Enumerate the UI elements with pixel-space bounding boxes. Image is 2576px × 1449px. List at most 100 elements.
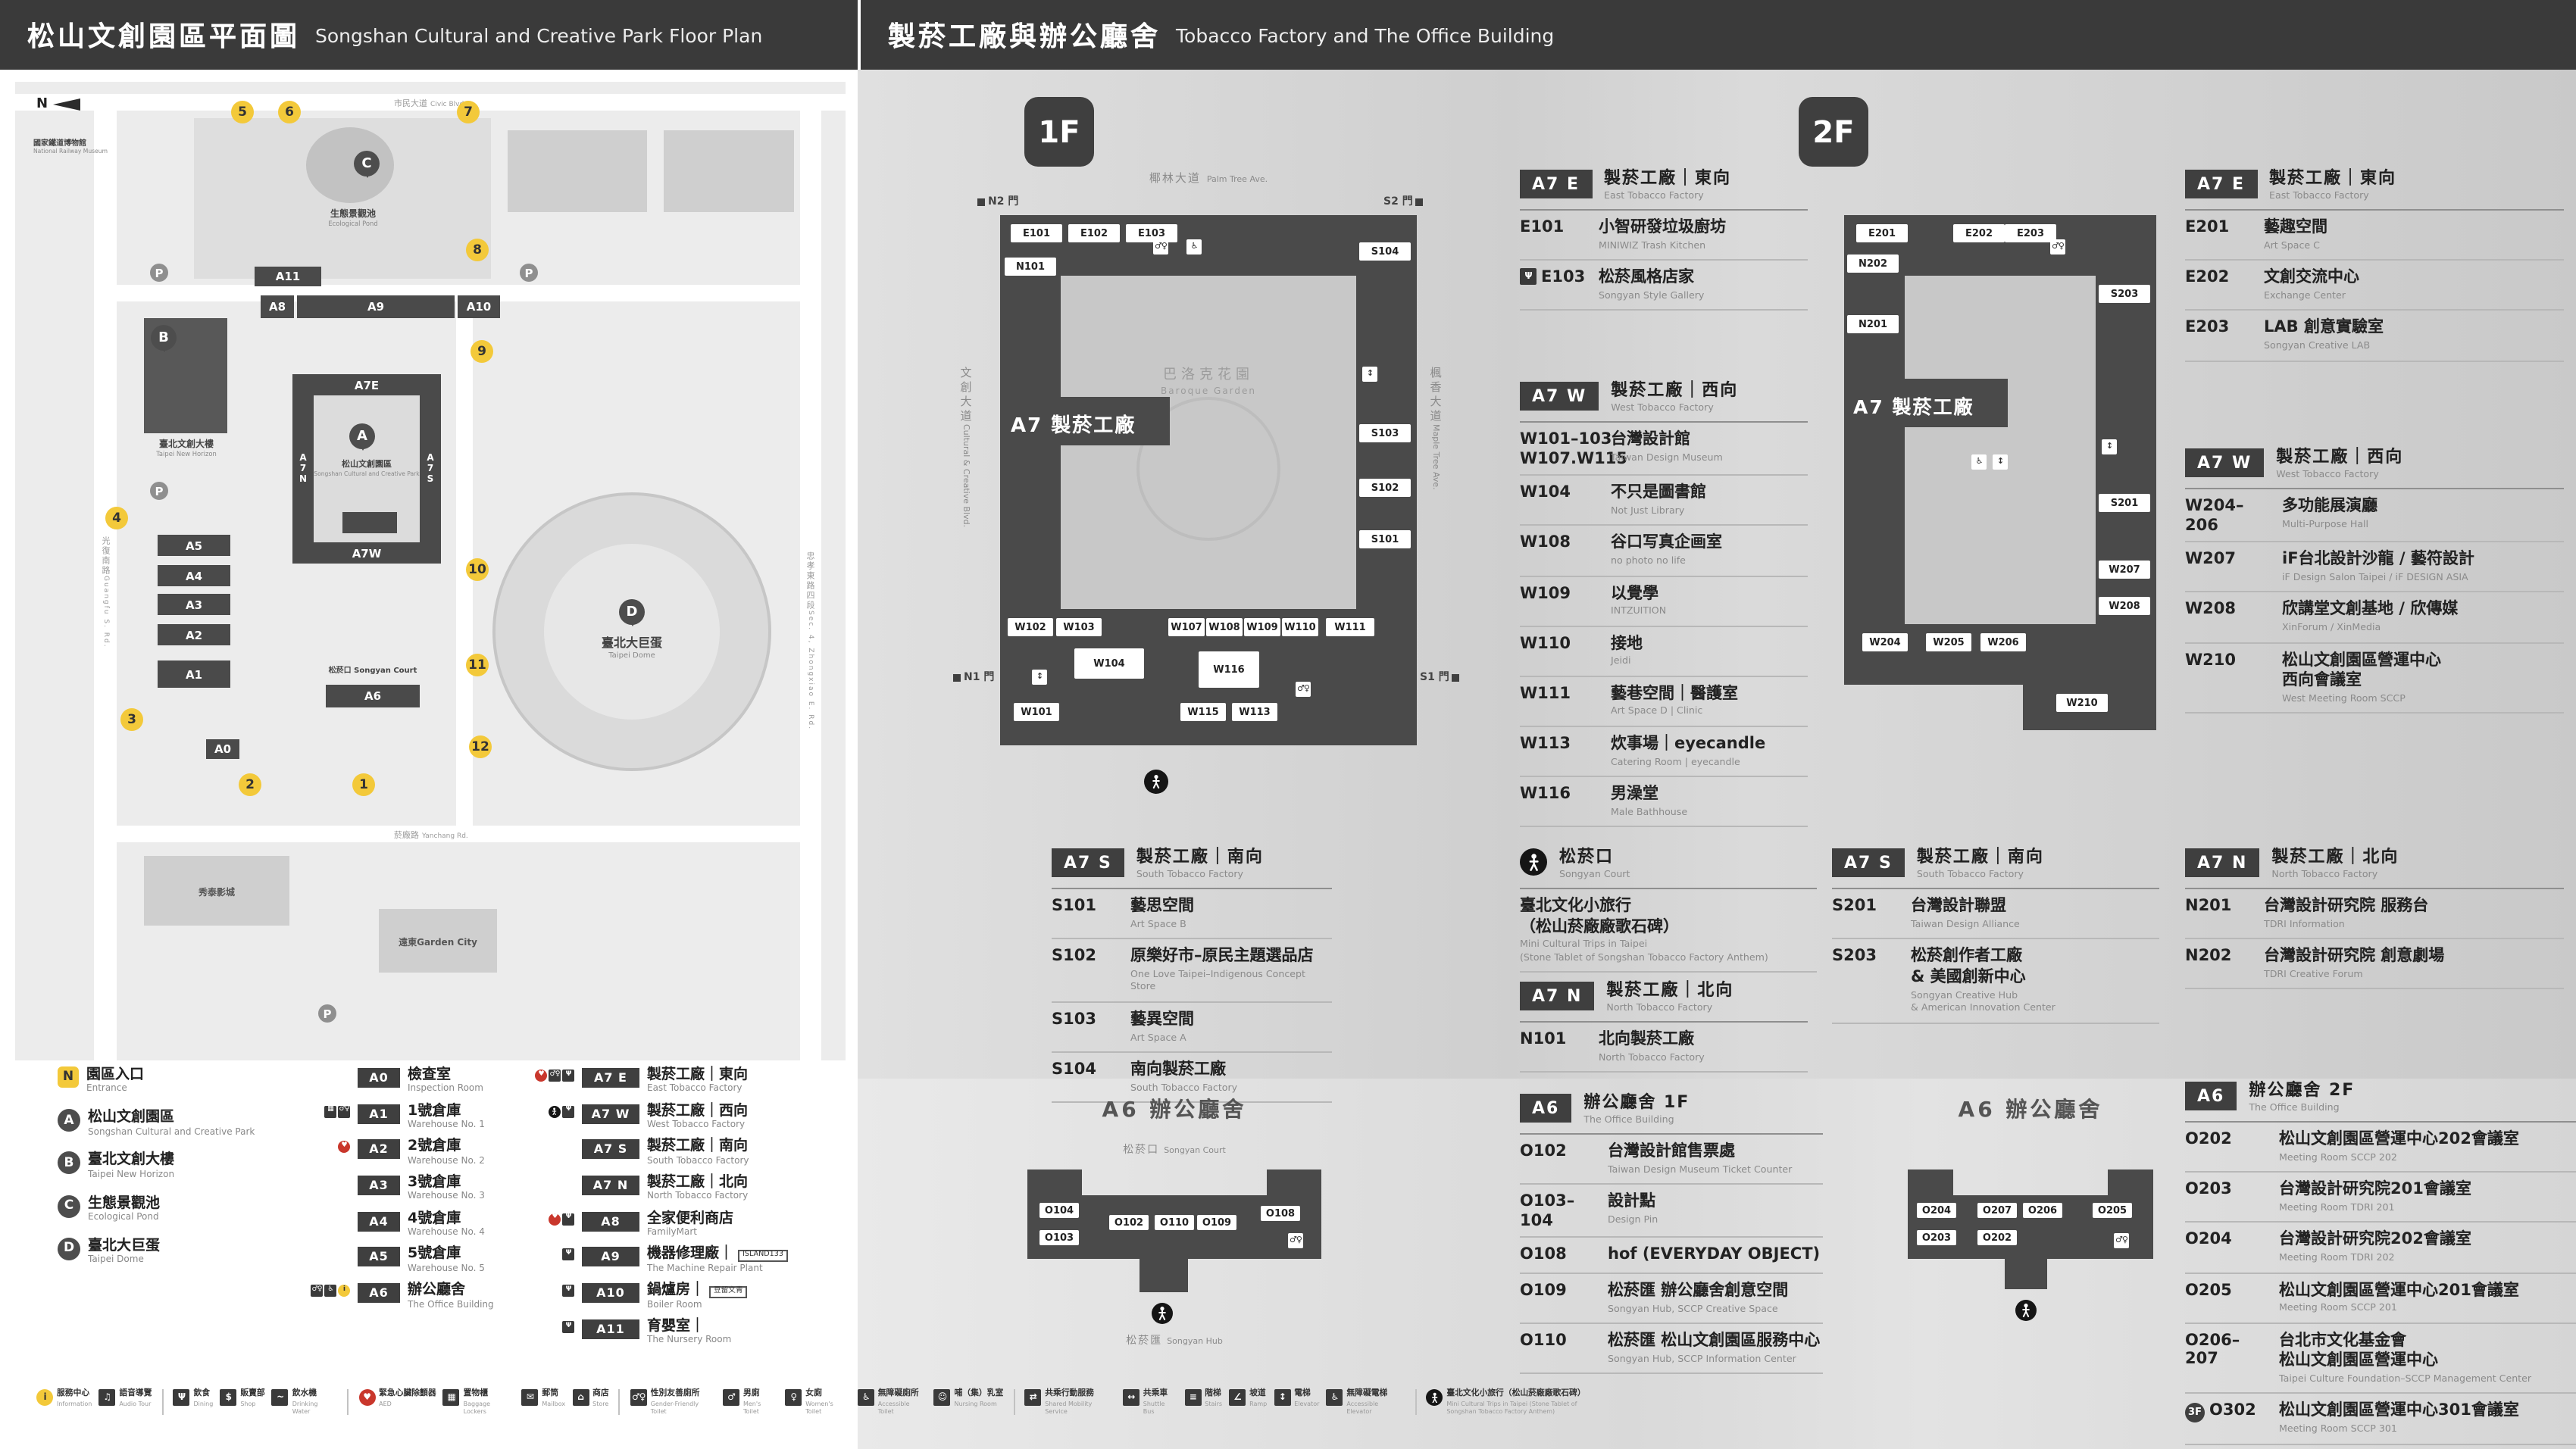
room-code-text: W207 [2185,550,2236,569]
a6-title-2f: A6 辦公廳舍 [1958,1098,2103,1123]
legend-name-zh: 辦公廳舍 [408,1282,466,1299]
footer-label-zh: 飲食 [193,1389,211,1398]
section-title-zh: 辦公廳舍 1F [1583,1092,1690,1112]
room-code-text: W210 [2185,651,2236,670]
building-a1: A1 [158,660,230,688]
elevator-icon: ↕ [2102,439,2117,454]
restroom-icon: ♂♀ [1153,239,1168,255]
section-title-zh: 松菸口 [1559,847,1614,867]
map-marker-1: 1 [352,773,375,796]
city-block [508,130,647,212]
room-name-zh: 松菸創作者工廠 & 美國創新中心 [1911,947,2026,986]
legend-name-zh: 育嬰室｜ [647,1317,705,1335]
room-code: O203 [2185,1180,2270,1199]
legend-badge: A6 [358,1283,400,1304]
section-title-en: East Tobacco Factory [2269,191,2369,202]
room-name-zh: 台灣設計研究院202會議室 [2279,1230,2471,1249]
dining-icon: Ψ [173,1389,190,1406]
room-name-en: Songyan Creative Hub & American Innovati… [1911,990,2055,1014]
legend-name-zh: 檢查室 [408,1066,452,1083]
footer-divider [161,1389,164,1415]
legend-badge: A7 W [582,1104,639,1124]
plan-room-w108: W108 [1206,618,1243,636]
plan-room-w205: W205 [1926,633,1971,651]
plan-room-o103: O103 [1039,1230,1079,1245]
building-a7w: A7W [292,542,441,564]
legend-name-zh: 園區入口 [86,1066,145,1083]
room-code: E202 [2185,268,2255,287]
building-a7e: A7E [292,374,441,395]
songyan-hub-marker [1152,1303,1173,1324]
section-badge: A7 W [1520,382,1599,411]
room-name-zh: 松山文創園區營運中心 西向會議室 [2282,651,2441,690]
map-marker-10: 10 [466,558,489,581]
plan-room-w104: W104 [1074,648,1144,679]
songyan-court-marker [1144,770,1168,794]
building-a8: A8 [261,295,294,318]
gate-icon [953,673,961,681]
room-code: E101 [1520,218,1590,237]
room-code: O202 [2185,1130,2270,1149]
room-code: S103 [1052,1010,1121,1029]
building-a2: A2 [158,624,230,645]
room-code-text: O109 [1520,1282,1567,1301]
section-badge: A7 E [1520,170,1593,198]
legend-tag: 豆留文青 [709,1286,748,1298]
room-code-text: E101 [1520,218,1565,237]
room-code-text: O204 [2185,1230,2232,1249]
legend-badge: N [58,1066,79,1088]
legend-name-zh: 全家便利商店 [647,1210,734,1227]
room-name-en: Taipei Culture Foundation–SCCP Managemen… [2279,1373,2532,1385]
room-name-zh: 男澡堂 [1611,785,1658,804]
room-name-zh: 台北市文化基金會 松山文創園區營運中心 [2279,1331,2438,1370]
footer-label-zh: 置物櫃 [463,1389,488,1398]
gate-icon [977,198,985,205]
footer-label-zh: 電梯 [1294,1389,1311,1398]
legend-badge: A9 [582,1247,639,1267]
legend-name-zh: 5號倉庫 [408,1245,461,1263]
room-name-en: Catering Room | eyecandle [1611,757,1740,768]
legend-badge: A10 [582,1283,639,1304]
room-code: E203 [2185,319,2255,338]
dining-icon: Ψ [562,1320,574,1333]
dining-icon: Ψ [562,1070,574,1082]
legend-name-en: Boiler Room [647,1299,702,1310]
park-map: 生態景觀池 Ecological Pond 臺北文創大樓 Taipei New … [15,82,846,1060]
legend-name-en: North Tobacco Factory [647,1191,749,1202]
taipei-dome-roof [544,544,720,720]
footer-label-en: Ramp [1249,1399,1268,1407]
plan-room-e102: E102 [1068,224,1120,242]
legend-name-en: Warehouse No. 3 [408,1191,485,1202]
room-code-text: O202 [2185,1130,2232,1149]
room-name-zh: 松山文創園區營運中心202會議室 [2279,1130,2519,1149]
footer-label-zh: 販賣部 [240,1389,265,1398]
